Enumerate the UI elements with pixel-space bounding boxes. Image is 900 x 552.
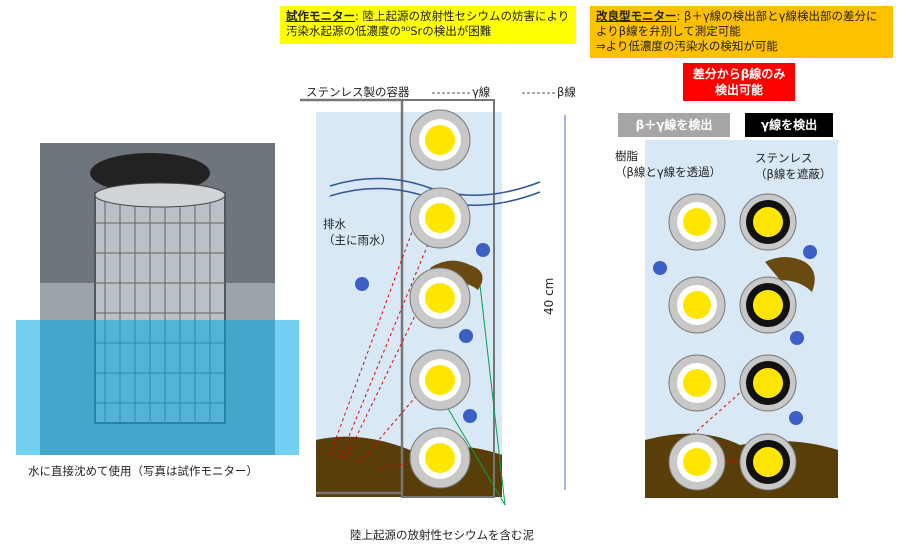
difference-box: 差分からβ線のみ 検出可能 [683,63,795,101]
prototype-detectors [409,109,471,489]
improved-note: 改良型モニター: β＋γ線の検出部とγ線検出部の差分によりβ線を弁別して測定可能… [590,6,893,58]
improved-text-2: ⇒より低濃度の汚染水の検知が可能 [596,39,778,53]
label-gamma: γ線 [472,85,491,99]
particle [790,331,804,345]
photo-caption: 水に直接沈めて使用（写真は試作モニター） [28,464,258,478]
prototype-water [316,112,502,497]
water-overlay [16,320,299,455]
header-beta-gamma: β＋γ線を検出 [618,113,730,137]
stainless-detectors [739,193,797,491]
particle [653,261,667,275]
label-height: 40 cm [542,278,556,315]
prototype-title: 試作モニター [286,9,355,23]
resin-detectors [668,193,726,491]
detector-column [401,99,495,498]
particle [355,277,369,291]
prototype-text: : 陸上起源の放射性セシウムの妨害により汚染水起源の低濃度の⁹⁰Srの検出が困難 [286,9,570,38]
improved-sludge [765,257,815,292]
improved-text: : β＋γ線の検出部とγ線検出部の差分によりβ線を弁別して測定可能 [596,9,878,38]
water-surface-line [329,177,541,196]
prototype-note: 試作モニター: 陸上起源の放射性セシウムの妨害により汚染水起源の低濃度の⁹⁰Sr… [280,6,576,44]
label-mud: 陸上起源の放射性セシウムを含む泥 [350,528,534,542]
particle [789,411,803,425]
label-steel: ステンレス製の容器 [306,85,410,99]
improved-title: 改良型モニター [596,9,677,23]
label-drainage: 排水 （主に雨水） [323,217,392,247]
particle [476,243,490,257]
label-resin: 樹脂 （β線とγ線を透過） [615,149,722,179]
particle [463,409,477,423]
particle [459,329,473,343]
label-stainless: ステンレス （β線を遮蔽） [755,151,832,181]
particle [803,245,817,259]
header-gamma: γ線を検出 [745,113,833,137]
label-beta: β線 [557,85,576,99]
mud-pointers [439,284,506,506]
